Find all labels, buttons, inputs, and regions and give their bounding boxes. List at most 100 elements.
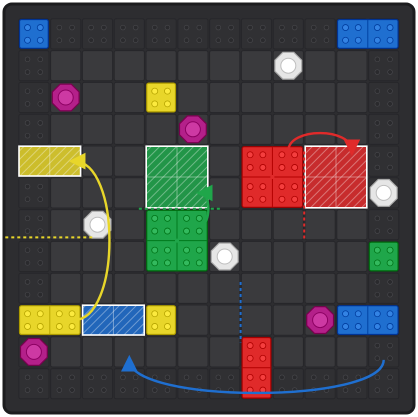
blue-piece-top-right[interactable] [338,20,399,49]
board-cell[interactable] [82,82,112,112]
board-cell[interactable] [337,337,367,367]
board-cell[interactable] [82,146,112,176]
yellow-piece-upper-center[interactable] [147,83,176,112]
board-cell[interactable] [51,210,81,240]
board-border-cell[interactable] [369,82,399,112]
board-cell[interactable] [178,305,208,335]
board-border-cell[interactable] [241,19,271,49]
board-cell[interactable] [51,241,81,271]
board-cell[interactable] [178,51,208,81]
red-piece-main[interactable] [242,147,303,208]
board-cell[interactable] [305,51,335,81]
board-border-cell[interactable] [114,19,144,49]
board-border-cell[interactable] [369,146,399,176]
board-cell[interactable] [210,210,240,240]
white-round-piece-top[interactable] [275,52,302,79]
board-border-cell[interactable] [273,19,303,49]
board-border-cell[interactable] [369,51,399,81]
yellow-ghost-target[interactable] [19,146,81,176]
green-piece-right-edge[interactable] [369,242,398,271]
board-border-cell[interactable] [19,114,49,144]
board-border-cell[interactable] [305,369,335,399]
board-cell[interactable] [337,273,367,303]
white-round-piece-right[interactable] [370,180,397,207]
board-border-cell[interactable] [19,369,49,399]
board-cell[interactable] [273,305,303,335]
board-cell[interactable] [305,337,335,367]
magenta-round-piece-upper-left[interactable] [52,84,79,111]
board-cell[interactable] [114,178,144,208]
board-cell[interactable] [337,114,367,144]
board-cell[interactable] [51,273,81,303]
board-cell[interactable] [114,51,144,81]
board-cell[interactable] [82,114,112,144]
board-border-cell[interactable] [51,19,81,49]
board-cell[interactable] [114,210,144,240]
board-cell[interactable] [178,337,208,367]
board-border-cell[interactable] [19,178,49,208]
board-border-cell[interactable] [178,19,208,49]
board-border-cell[interactable] [210,19,240,49]
green-piece-main[interactable] [147,210,208,271]
board-border-cell[interactable] [82,369,112,399]
board-cell[interactable] [241,51,271,81]
board-cell[interactable] [305,210,335,240]
board-border-cell[interactable] [82,19,112,49]
board-cell[interactable] [273,273,303,303]
board-cell[interactable] [273,82,303,112]
board-cell[interactable] [241,82,271,112]
board-border-cell[interactable] [19,82,49,112]
board-cell[interactable] [114,273,144,303]
board-cell[interactable] [51,51,81,81]
magenta-round-piece-bottom-left[interactable] [21,339,48,366]
board-cell[interactable] [241,114,271,144]
board-cell[interactable] [82,178,112,208]
board-cell[interactable] [337,51,367,81]
board-cell[interactable] [241,241,271,271]
board-border-cell[interactable] [19,210,49,240]
board-border-cell[interactable] [51,369,81,399]
board-cell[interactable] [114,82,144,112]
board-border-cell[interactable] [146,19,176,49]
board-cell[interactable] [210,305,240,335]
board-border-cell[interactable] [19,51,49,81]
board-cell[interactable] [114,146,144,176]
board-cell[interactable] [210,114,240,144]
blue-corner-piece-top-left[interactable] [20,20,49,49]
board-cell[interactable] [305,273,335,303]
board-cell[interactable] [146,114,176,144]
blue-piece-bottom-right[interactable] [338,306,399,335]
board-cell[interactable] [305,82,335,112]
board-cell[interactable] [337,241,367,271]
board-cell[interactable] [210,337,240,367]
magenta-round-piece-bottom-right[interactable] [307,307,334,334]
board-cell[interactable] [82,51,112,81]
board-border-cell[interactable] [369,210,399,240]
board-cell[interactable] [273,210,303,240]
board-cell[interactable] [210,178,240,208]
board-cell[interactable] [146,51,176,81]
magenta-round-piece-center[interactable] [180,116,207,143]
board-cell[interactable] [241,210,271,240]
board-border-cell[interactable] [369,273,399,303]
board-border-cell[interactable] [19,273,49,303]
board-cell[interactable] [210,146,240,176]
board-cell[interactable] [241,305,271,335]
yellow-piece-bottom-left[interactable] [20,306,81,335]
board-cell[interactable] [146,273,176,303]
board-cell[interactable] [51,337,81,367]
red-piece-bottom[interactable] [242,338,271,399]
board-cell[interactable] [210,273,240,303]
board-border-cell[interactable] [210,369,240,399]
board-border-cell[interactable] [305,19,335,49]
board-cell[interactable] [178,82,208,112]
board-cell[interactable] [210,51,240,81]
yellow-piece-bottom-mid[interactable] [147,306,176,335]
green-ghost-target[interactable] [146,146,208,208]
board-cell[interactable] [337,210,367,240]
board-cell[interactable] [82,273,112,303]
board-cell[interactable] [273,337,303,367]
board-cell[interactable] [337,82,367,112]
board-cell[interactable] [273,114,303,144]
